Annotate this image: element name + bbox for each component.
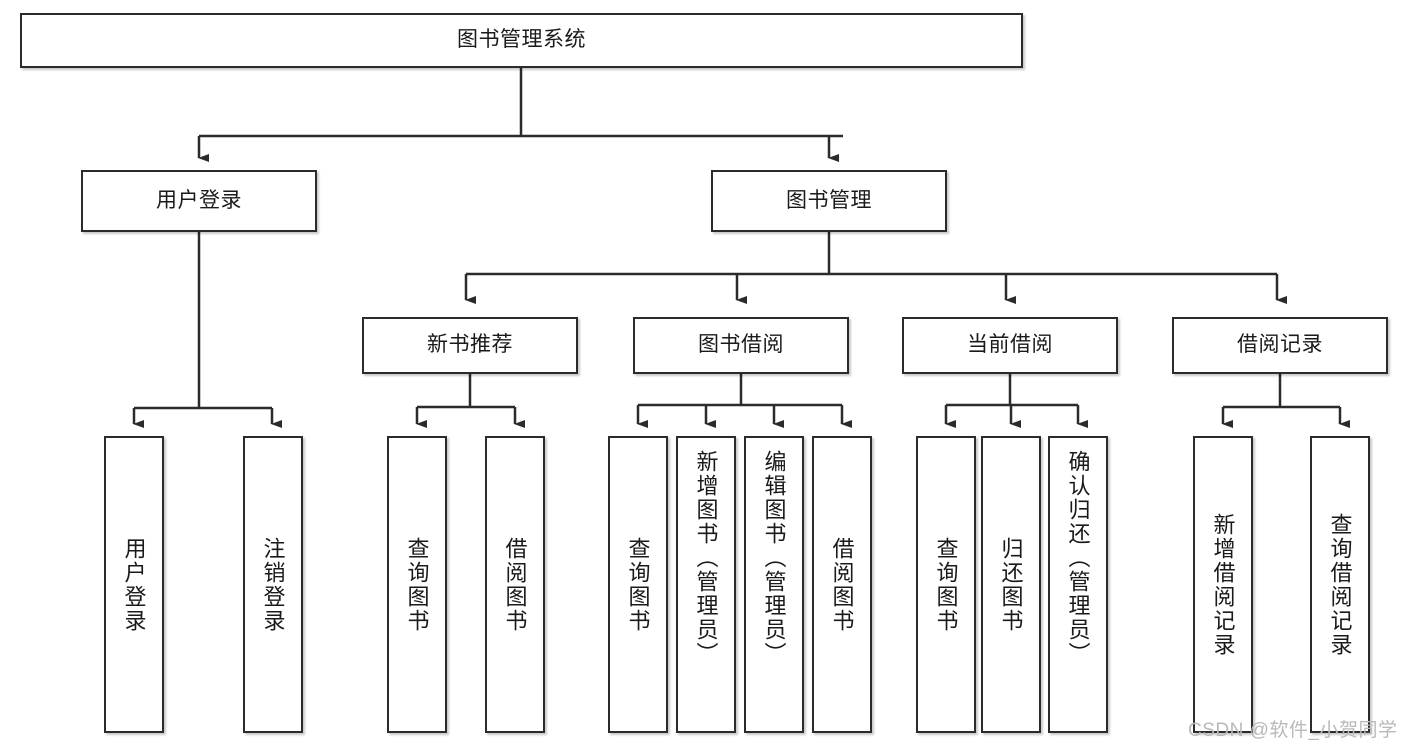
node-label: 查询借阅记录 xyxy=(1327,512,1353,657)
node-label: 图书管理系统 xyxy=(457,28,586,52)
leaf-book-borrow-add[interactable]: 新增图书（管理员） xyxy=(676,436,736,733)
leaf-borrow-record-add[interactable]: 新增借阅记录 xyxy=(1193,436,1253,733)
leaf-book-borrow-query[interactable]: 查询图书 xyxy=(608,436,668,733)
leaf-new-book-borrow[interactable]: 借阅图书 xyxy=(485,436,545,733)
node-new-book-recommend[interactable]: 新书推荐 xyxy=(362,317,578,374)
node-label: 借阅图书 xyxy=(502,536,528,633)
node-label: 查询图书 xyxy=(625,536,651,633)
node-borrow-record[interactable]: 借阅记录 xyxy=(1172,317,1388,374)
leaf-user-login-logout[interactable]: 注销登录 xyxy=(243,436,303,733)
node-root-book-management-system[interactable]: 图书管理系统 xyxy=(20,13,1023,68)
node-label: 当前借阅 xyxy=(967,333,1053,357)
node-book-management[interactable]: 图书管理 xyxy=(711,170,947,232)
leaf-book-borrow-borrow[interactable]: 借阅图书 xyxy=(812,436,872,733)
node-label: 确认归还（管理员） xyxy=(1065,450,1091,666)
node-label: 用户登录 xyxy=(156,188,242,212)
leaf-current-borrow-query[interactable]: 查询图书 xyxy=(916,436,976,733)
node-label: 查询图书 xyxy=(933,536,959,633)
node-label: 编辑图书（管理员） xyxy=(761,450,787,666)
leaf-new-book-query[interactable]: 查询图书 xyxy=(387,436,447,733)
node-label: 查询图书 xyxy=(404,536,430,633)
node-label: 归还图书 xyxy=(998,536,1024,633)
leaf-borrow-record-query[interactable]: 查询借阅记录 xyxy=(1310,436,1370,733)
node-label: 借阅记录 xyxy=(1237,333,1323,357)
leaf-current-borrow-return[interactable]: 归还图书 xyxy=(981,436,1041,733)
node-label: 新书推荐 xyxy=(427,333,513,357)
leaf-current-borrow-confirm-return[interactable]: 确认归还（管理员） xyxy=(1048,436,1108,733)
node-label: 新增借阅记录 xyxy=(1210,512,1236,657)
leaf-book-borrow-edit[interactable]: 编辑图书（管理员） xyxy=(744,436,804,733)
node-label: 用户登录 xyxy=(121,536,147,633)
node-label: 图书借阅 xyxy=(698,333,784,357)
node-book-borrow[interactable]: 图书借阅 xyxy=(633,317,849,374)
node-label: 新增图书（管理员） xyxy=(693,450,719,666)
node-label: 注销登录 xyxy=(260,536,286,633)
node-label: 图书管理 xyxy=(786,188,872,212)
leaf-user-login-login[interactable]: 用户登录 xyxy=(104,436,164,733)
node-current-borrow[interactable]: 当前借阅 xyxy=(902,317,1118,374)
node-user-login[interactable]: 用户登录 xyxy=(81,170,317,232)
node-label: 借阅图书 xyxy=(829,536,855,633)
